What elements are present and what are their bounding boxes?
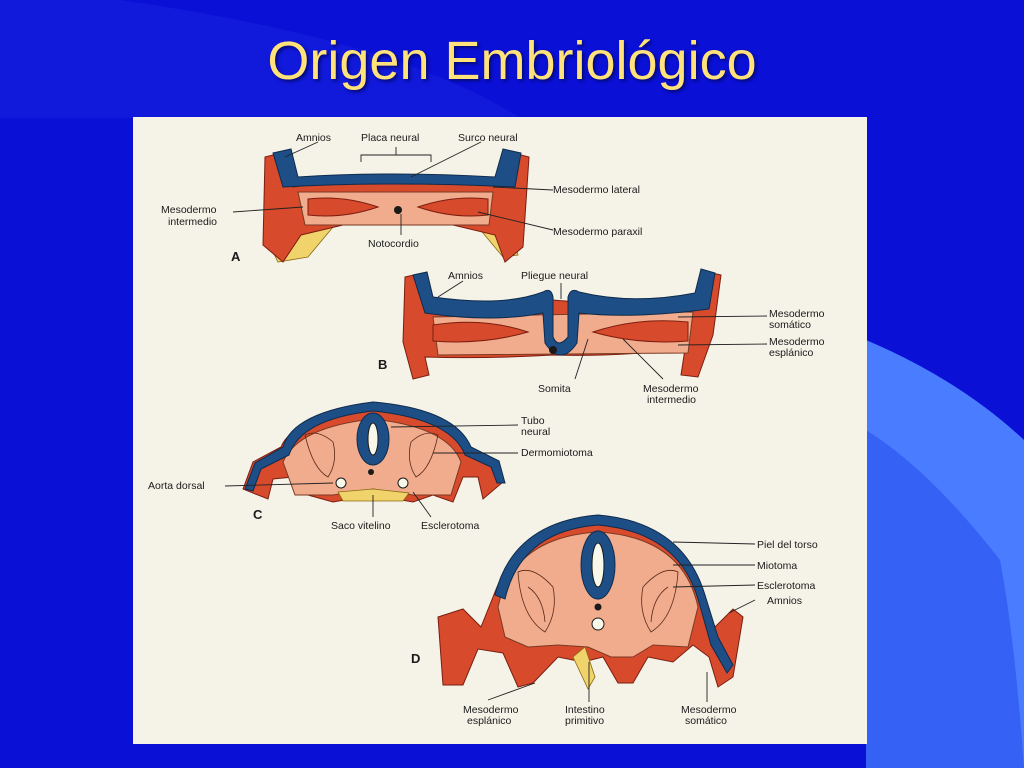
panel-b-somite-right: [591, 320, 689, 343]
right-sweep-mid: [866, 430, 1024, 768]
panel-c: Tubo neural Dermomiotoma Aorta dorsal Sa…: [148, 401, 593, 532]
panel-d-ectoderm: [494, 514, 734, 674]
panel-c-ectoderm: [244, 401, 506, 492]
panel-b-notochord: [549, 346, 557, 354]
label-b-mesodermo-esplanico-2: esplánico: [769, 347, 814, 359]
label-b-mesodermo-somatico-2: somático: [769, 319, 811, 331]
panel-d-myotome-left: [517, 569, 555, 633]
label-aorta-dorsal: Aorta dorsal: [148, 480, 205, 492]
panel-a-paraxial-right: [416, 197, 489, 217]
label-d-mesodermo-esplanico-2: esplánico: [467, 715, 512, 727]
label-d-amnios: Amnios: [767, 595, 802, 607]
label-a-mesodermo-intermedio-1: Mesodermo: [161, 204, 217, 216]
panel-b-letter: B: [378, 357, 387, 372]
panel-c-aorta-left: [335, 477, 347, 489]
panel-c-letter: C: [253, 507, 263, 522]
label-d-mesodermo-somatico-2: somático: [685, 715, 727, 727]
label-saco-vitelino: Saco vitelino: [331, 520, 391, 532]
label-a-mesodermo-intermedio-2: intermedio: [168, 216, 217, 228]
panel-b: Amnios Pliegue neural Mesodermo somático…: [378, 268, 825, 406]
panel-c-dermomyotome-left: [304, 432, 336, 478]
label-d-mesodermo-somatico-1: Mesodermo: [681, 704, 737, 716]
label-b-mesodermo-esplanico-1: Mesodermo: [769, 336, 825, 348]
label-a-mesodermo-paraxil: Mesodermo paraxil: [553, 226, 642, 238]
label-surco-neural: Surco neural: [458, 132, 518, 144]
panel-c-endoderm: [337, 488, 410, 502]
label-b-amnios: Amnios: [448, 270, 483, 282]
label-b-mesodermo-intermedio-2: intermedio: [647, 394, 696, 406]
panel-a-notochord: [394, 206, 402, 214]
label-intestino-primitivo-1: Intestino: [565, 704, 605, 716]
panel-c-notochord: [368, 469, 374, 475]
panel-c-aorta-right: [397, 477, 409, 489]
label-b-mesodermo-intermedio-1: Mesodermo: [643, 383, 699, 395]
panel-a-paraxial-left: [307, 197, 380, 217]
embryology-figure: Amnios Placa neural Surco neural Mesoder…: [133, 117, 867, 744]
label-c-esclerotoma: Esclerotoma: [421, 520, 480, 532]
label-a-amnios: Amnios: [296, 132, 331, 144]
label-b-mesodermo-somatico-1: Mesodermo: [769, 308, 825, 320]
label-intestino-primitivo-2: primitivo: [565, 715, 604, 727]
label-piel-del-torso: Piel del torso: [757, 539, 818, 551]
panel-a-letter: A: [231, 249, 241, 264]
label-dermomiotoma: Dermomiotoma: [521, 447, 593, 459]
panel-d-endoderm: [572, 646, 596, 690]
panel-d-sclerotome-left: [527, 586, 546, 623]
panel-d-neural-canal: [591, 542, 605, 588]
label-tubo-neural-1: Tubo: [521, 415, 545, 427]
label-d-esclerotoma: Esclerotoma: [757, 580, 816, 592]
panel-c-neural-canal: [367, 422, 379, 456]
panel-a: Amnios Placa neural Surco neural Mesoder…: [161, 132, 642, 264]
label-notocordio: Notocordio: [368, 238, 419, 250]
panel-d-notochord: [594, 603, 602, 611]
label-miotoma: Miotoma: [757, 560, 797, 572]
panel-a-ectoderm: [272, 148, 522, 188]
label-tubo-neural-2: neural: [521, 426, 550, 438]
panel-c-dermomyotome-right: [408, 432, 439, 478]
panel-d-sclerotome-right: [650, 586, 669, 623]
top-left-sweep: [0, 0, 520, 118]
panel-d-aorta: [591, 617, 605, 631]
label-d-mesodermo-esplanico-1: Mesodermo: [463, 704, 519, 716]
label-pliegue-neural: Pliegue neural: [521, 270, 588, 282]
label-placa-neural: Placa neural: [361, 132, 419, 144]
label-somita: Somita: [538, 383, 571, 395]
label-a-mesodermo-lateral: Mesodermo lateral: [553, 184, 640, 196]
panel-d-myotome-right: [641, 569, 679, 633]
panel-d: Piel del torso Miotoma Esclerotoma Amnio…: [411, 514, 818, 727]
panel-b-somite-left: [432, 321, 530, 343]
panel-d-letter: D: [411, 651, 420, 666]
page-title: Origen Embriológico: [267, 31, 757, 91]
